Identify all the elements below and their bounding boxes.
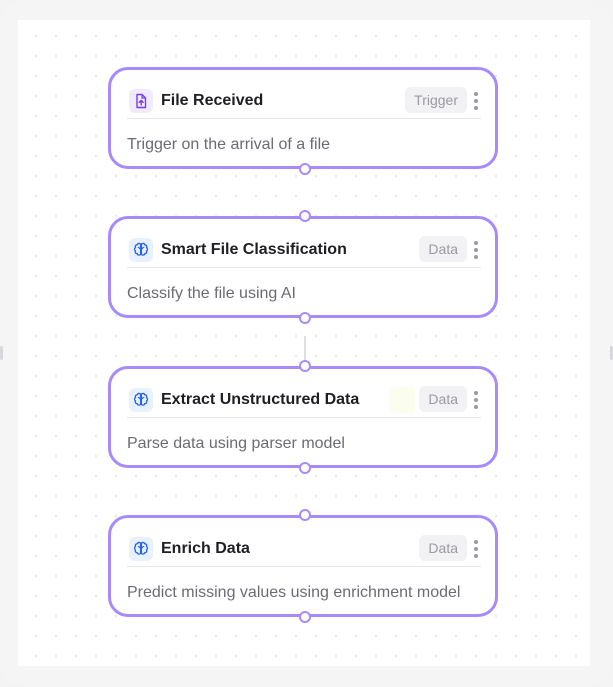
node-title: File Received	[161, 92, 264, 109]
node-header: Enrich Data Data	[127, 532, 481, 567]
output-port[interactable]	[299, 163, 311, 175]
input-port[interactable]	[299, 210, 311, 222]
input-port[interactable]	[299, 360, 311, 372]
more-options-icon[interactable]	[471, 90, 481, 112]
left-edge-handle[interactable]	[0, 346, 3, 360]
selection-highlight	[389, 387, 415, 413]
node-description: Parse data using parser model	[127, 435, 345, 452]
input-port[interactable]	[299, 509, 311, 521]
workflow-node-smart-file-classification[interactable]: Smart File Classification Data Classify …	[108, 210, 498, 324]
node-title: Smart File Classification	[161, 241, 347, 258]
connector-line	[304, 336, 306, 366]
more-options-icon[interactable]	[471, 538, 481, 560]
node-type-badge: Data	[419, 236, 467, 262]
more-options-icon[interactable]	[471, 239, 481, 261]
node-type-badge: Trigger	[405, 87, 467, 113]
node-header: Extract Unstructured Data Data	[127, 383, 481, 418]
right-edge-handle[interactable]	[610, 346, 613, 360]
output-port[interactable]	[299, 312, 311, 324]
node-title: Extract Unstructured Data	[161, 391, 360, 408]
node-title: Enrich Data	[161, 540, 250, 557]
node-type-badge: Data	[419, 386, 467, 412]
workflow-node-extract-unstructured-data[interactable]: Extract Unstructured Data Data Parse dat…	[108, 360, 498, 474]
node-type-badge: Data	[419, 535, 467, 561]
more-options-icon[interactable]	[471, 389, 481, 411]
node-header: Smart File Classification Data	[127, 233, 481, 268]
output-port[interactable]	[299, 611, 311, 623]
node-header: File Received Trigger	[127, 84, 481, 119]
file-upload-icon	[129, 89, 153, 113]
node-description: Classify the file using AI	[127, 285, 296, 302]
workflow-node-file-received[interactable]: File Received Trigger Trigger on the arr…	[108, 67, 498, 175]
workflow-node-enrich-data[interactable]: Enrich Data Data Predict missing values …	[108, 509, 498, 623]
brain-icon	[129, 537, 153, 561]
node-description: Predict missing values using enrichment …	[127, 584, 461, 601]
brain-icon	[129, 388, 153, 412]
output-port[interactable]	[299, 462, 311, 474]
brain-icon	[129, 238, 153, 262]
node-description: Trigger on the arrival of a file	[127, 136, 331, 153]
